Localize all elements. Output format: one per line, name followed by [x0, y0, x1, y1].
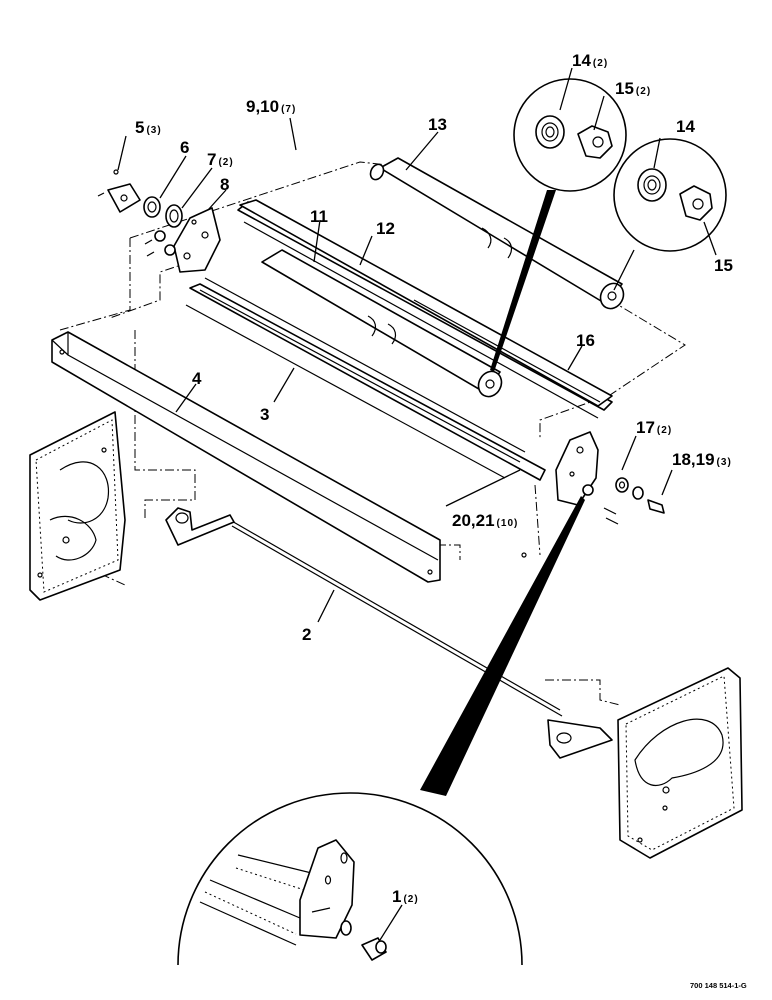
lower-rod-part2	[165, 507, 613, 759]
callout-11: 11	[310, 207, 328, 226]
callout-4: 4	[192, 369, 202, 388]
callout-18-19: 18,19(3)	[672, 450, 732, 469]
callout-17: 17(2)	[636, 418, 672, 437]
callout-labels: 5(3) 6 7(2) 8 9,10(7) 13 14(2) 15(2) 14 …	[135, 51, 733, 906]
callout-3: 3	[260, 405, 269, 424]
callout-16: 16	[576, 331, 595, 350]
callout-7: 7(2)	[207, 150, 234, 169]
right-side-frame-plate	[617, 667, 743, 859]
detail-pointers	[420, 190, 635, 796]
left-side-frame-plate	[29, 411, 126, 601]
callout-2: 2	[302, 625, 311, 644]
right-bracket-assembly	[521, 431, 665, 558]
callout-20-21: 20,21(10)	[452, 511, 518, 530]
callout-9-10: 9,10(7)	[246, 97, 296, 116]
callout-13: 13	[428, 115, 447, 134]
detail-circle-bearing-upper	[513, 78, 627, 192]
leader-lines	[117, 67, 717, 941]
callout-15-upper: 15(2)	[615, 79, 651, 98]
callout-5: 5(3)	[135, 118, 162, 137]
angle-part16	[239, 199, 613, 407]
callout-14-upper: 14(2)	[572, 51, 608, 70]
callout-1: 1(2)	[392, 887, 419, 906]
drawing-code: 700 148 514-1-G	[690, 981, 747, 990]
front-shield-angle	[51, 331, 441, 583]
callout-6: 6	[180, 138, 189, 157]
detail-circle-bushing	[177, 792, 523, 966]
detail-circle-bearing-lower	[613, 138, 727, 252]
left-bracket-assembly	[97, 169, 221, 273]
callout-12: 12	[376, 219, 395, 238]
callout-8: 8	[220, 175, 229, 194]
callout-14-lower: 14	[676, 117, 695, 136]
callout-15-lower: 15	[714, 256, 733, 275]
lower-roller-part11	[261, 249, 503, 398]
